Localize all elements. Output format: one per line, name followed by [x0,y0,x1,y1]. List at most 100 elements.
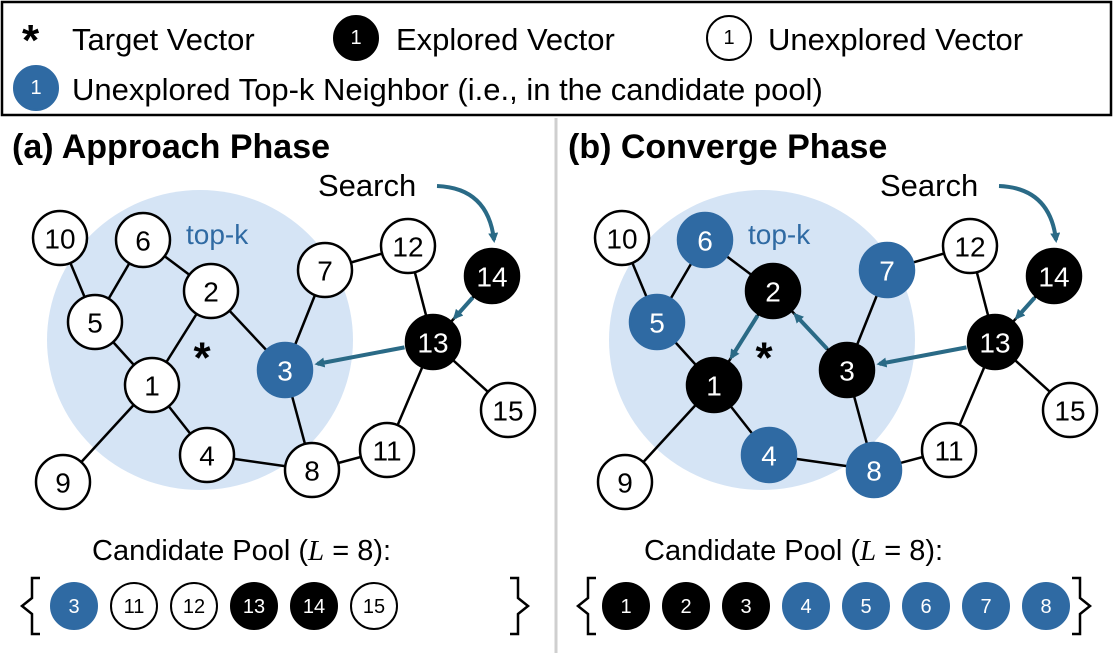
legend-unexplored-swatch [706,15,752,61]
panel-a-pool-brackets [19,576,531,636]
graph-node-10 [593,209,651,267]
graph-node-1 [685,356,743,414]
pool-item [170,582,218,630]
graph-node-3 [818,341,876,399]
graph-node-9 [34,453,92,511]
graph-node-label-7: 7 [317,256,333,287]
panel-b-pool-title: Candidate Pool (L = 8): [644,535,943,567]
graph-node-7 [296,241,354,299]
graph-node-label-1: 1 [706,371,722,402]
graph-node-label-11: 11 [372,436,401,467]
pool-item [350,582,398,630]
pool-item-label: 11 [124,596,145,618]
graph-node-label-11: 11 [934,436,963,467]
panel-b-pool-brackets [575,576,1093,636]
pool-item-label: 15 [363,596,385,618]
pool-item-label: 4 [800,596,811,618]
legend-explored-swatch [333,15,379,61]
graph-node-13 [966,313,1024,371]
graph-node-label-9: 9 [617,468,633,499]
graph-node-label-15: 15 [1054,396,1085,427]
legend-target-symbol: * [22,16,40,65]
graph-node-label-15: 15 [492,396,523,427]
graph-node-label-14: 14 [476,262,507,293]
graph-node-5 [628,293,686,351]
pool-item-label: 13 [243,596,265,618]
pool-item-label: 14 [303,596,325,618]
panel-a-pool-title: Candidate Pool (L = 8): [92,535,391,567]
pool-item [722,582,770,630]
graph-node-label-6: 6 [697,226,713,257]
graph-node-12 [941,217,999,275]
graph-node-label-3: 3 [277,356,293,387]
graph-node-label-7: 7 [879,256,895,287]
graph-node-2 [182,262,240,320]
legend-box [0,0,1113,117]
search-label: Search [318,168,416,203]
pool-item [842,582,890,630]
traversal-arrow [729,314,760,360]
topk-label: top-k [748,219,811,250]
graph-node-label-1: 1 [144,371,160,402]
graph-node-label-4: 4 [199,441,215,472]
legend-unexplored-number: 1 [723,27,734,49]
graph-node-label-9: 9 [55,468,71,499]
graph-node-12 [379,217,437,275]
graph-node-5 [66,293,124,351]
panel-a-title: (a) Approach Phase [12,128,330,166]
graph-node-label-10: 10 [44,224,75,255]
graph-node-14 [463,247,521,305]
graph-node-6 [114,211,172,269]
graph-node-9 [596,453,654,511]
graph-node-8 [283,441,341,499]
pool-item-label: 5 [860,596,871,618]
pool-item-label: 12 [183,596,205,618]
legend-explored-label: Explored Vector [396,22,615,57]
graph-node-label-10: 10 [606,224,637,255]
pool-item [782,582,830,630]
graph-node-11 [358,421,416,479]
legend-explored-number: 1 [350,27,361,49]
search-arrow [436,184,499,243]
graph-node-label-2: 2 [203,277,219,308]
search-arrow [998,184,1061,243]
traversal-arrow [314,345,405,368]
candidate-pool-approach: 3 11 12 13 14 15 [50,582,398,630]
graph-node-3 [256,341,314,399]
graph-node-4 [178,426,236,484]
topk-label: top-k [186,219,249,250]
target-vector-marker: * [193,334,211,383]
pool-item [290,582,338,630]
graph-node-10 [31,209,89,267]
graph-node-8 [845,441,903,499]
pool-item [50,582,98,630]
graph-node-label-4: 4 [761,441,777,472]
pool-item [602,582,650,630]
target-vector-marker: * [755,334,773,383]
legend-topk-label: Unexplored Top-k Neighbor (i.e., in the … [72,72,823,107]
legend-topk-swatch [13,65,59,111]
graph-node-label-6: 6 [135,226,151,257]
graph-node-label-13: 13 [417,328,448,359]
graph-node-label-2: 2 [765,277,781,308]
graph-node-label-14: 14 [1038,262,1069,293]
graph-node-4 [740,426,798,484]
graph-node-label-5: 5 [649,308,665,339]
pool-item [902,582,950,630]
graph-node-label-8: 8 [304,456,320,487]
graph-node-14 [1025,247,1083,305]
pool-item-label: 3 [740,596,751,618]
graph-node-label-5: 5 [87,308,103,339]
pool-item-label: 7 [980,596,991,618]
graph-node-label-12: 12 [392,232,423,263]
graph-node-11 [920,421,978,479]
pool-item-label: 3 [68,596,79,618]
pool-item [230,582,278,630]
traversal-arrow [1014,296,1037,320]
legend-unexplored-label: Unexplored Vector [768,22,1023,57]
graph-node-2 [744,262,802,320]
legend-target-label: Target Vector [72,22,255,57]
legend-topk-number: 1 [30,77,41,99]
